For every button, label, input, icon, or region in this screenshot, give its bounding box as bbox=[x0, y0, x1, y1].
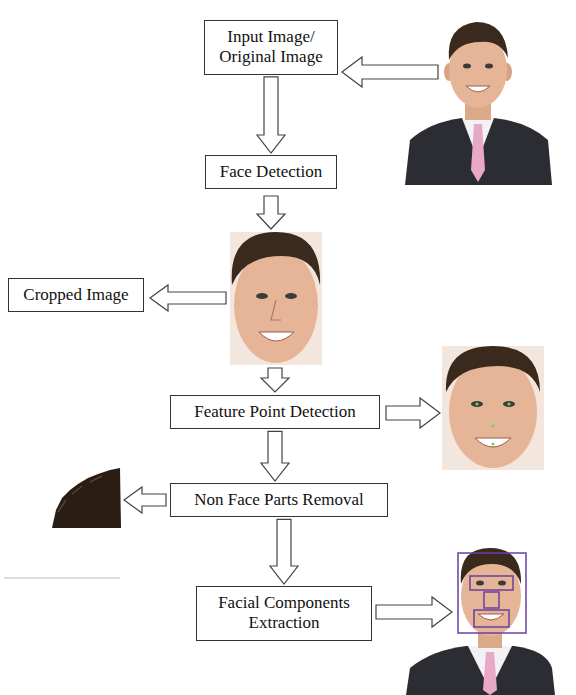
hair bbox=[232, 232, 320, 285]
feature-point bbox=[507, 402, 510, 405]
photo-ground bbox=[442, 346, 544, 470]
eye bbox=[498, 581, 506, 586]
hollow-arrow bbox=[376, 597, 452, 627]
layout-arrows bbox=[124, 57, 452, 627]
components-photo bbox=[406, 548, 555, 695]
hair bbox=[446, 346, 540, 392]
process-box: Feature Point Detection bbox=[170, 395, 380, 429]
suit bbox=[405, 118, 552, 185]
eye bbox=[485, 64, 493, 69]
photo-ground bbox=[230, 232, 322, 365]
tie bbox=[471, 124, 485, 182]
hair-strands bbox=[58, 476, 102, 512]
process-box: Cropped Image bbox=[8, 278, 144, 312]
hollow-arrow bbox=[124, 487, 166, 513]
feature-point bbox=[491, 424, 494, 427]
smile bbox=[475, 438, 511, 447]
eyes-box bbox=[470, 576, 513, 590]
hollow-arrow bbox=[257, 196, 285, 229]
box-label: Input Image/ Original Image bbox=[211, 27, 331, 68]
eye bbox=[285, 293, 297, 299]
eye bbox=[471, 401, 483, 407]
eye bbox=[256, 293, 268, 299]
box-label: Non Face Parts Removal bbox=[177, 490, 381, 510]
process-box: Input Image/ Original Image bbox=[204, 20, 338, 75]
feature-point bbox=[491, 442, 494, 445]
hollow-arrow bbox=[150, 285, 226, 311]
cropped-face-photo bbox=[230, 232, 322, 365]
hollow-arrow bbox=[257, 77, 285, 153]
original-photo bbox=[405, 22, 552, 185]
feature-points-photo bbox=[442, 346, 544, 470]
feature-point bbox=[475, 402, 478, 405]
nose bbox=[271, 300, 281, 320]
tie bbox=[483, 652, 497, 695]
process-box: Face Detection bbox=[205, 155, 337, 189]
eye bbox=[503, 401, 515, 407]
mouth-box bbox=[474, 610, 509, 627]
hollow-arrow bbox=[261, 431, 289, 481]
smile bbox=[478, 614, 504, 620]
face-box bbox=[458, 553, 526, 633]
suit bbox=[406, 646, 555, 695]
box-label: Face Detection bbox=[212, 162, 330, 182]
hollow-arrow bbox=[270, 519, 298, 584]
box-label: Cropped Image bbox=[15, 285, 137, 305]
nose-box bbox=[484, 592, 499, 608]
removed-hair bbox=[52, 468, 121, 528]
box-label: Feature Point Detection bbox=[177, 402, 373, 422]
process-box: Facial Components Extraction bbox=[196, 586, 372, 641]
hollow-arrow bbox=[342, 57, 438, 87]
eye bbox=[476, 581, 484, 586]
hollow-arrow bbox=[386, 398, 440, 428]
hair bbox=[449, 22, 508, 60]
box-label: Facial Components Extraction bbox=[203, 593, 365, 634]
process-box: Non Face Parts Removal bbox=[170, 483, 388, 517]
faint-rule bbox=[4, 577, 120, 579]
hollow-arrow bbox=[261, 368, 289, 392]
smile bbox=[259, 332, 294, 341]
eye bbox=[463, 64, 471, 69]
smile bbox=[466, 86, 490, 92]
